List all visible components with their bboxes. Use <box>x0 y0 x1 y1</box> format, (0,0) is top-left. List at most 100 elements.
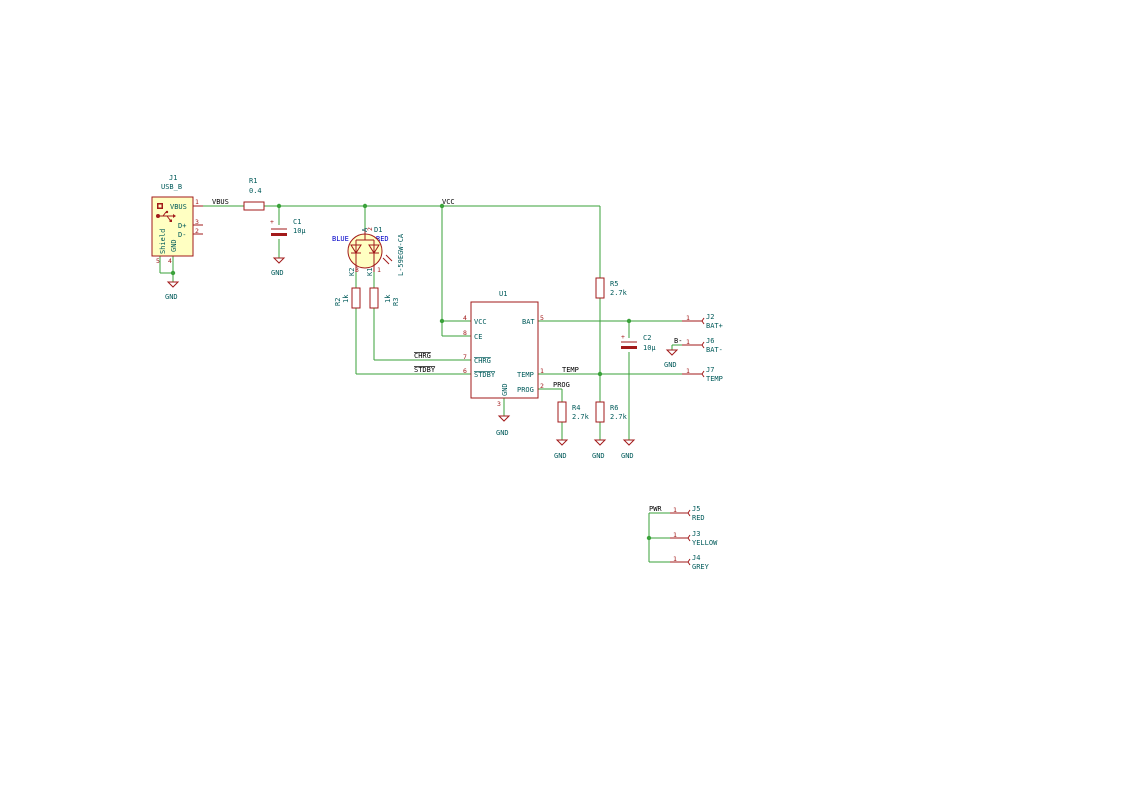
u1-pin-stdby-num: 6 <box>463 367 467 375</box>
j4-value: GREY <box>692 563 710 571</box>
j4-ref: J4 <box>692 554 700 562</box>
j1-pin-shield-num: 5 <box>156 257 160 265</box>
u1-pin-chrg-name: CHRG <box>474 357 491 365</box>
capacitor-c1[interactable]: C1 10µ + <box>270 218 306 236</box>
j1-pin-vbus-name: VBUS <box>170 203 187 211</box>
r1-ref: R1 <box>249 177 257 185</box>
j5-value: RED <box>692 514 705 522</box>
j2-ref: J2 <box>706 313 714 321</box>
net-label-prog: PROG <box>553 381 570 389</box>
connector-j5[interactable]: 1 J5 RED <box>670 505 705 522</box>
j5-pin-num: 1 <box>673 506 677 514</box>
d1-value: L-59EGW-CA <box>397 233 405 276</box>
j7-pin-num: 1 <box>686 367 690 375</box>
r1-value: 0.4 <box>249 187 262 195</box>
u1-pin-bat-num: 5 <box>540 314 544 322</box>
resistor-r1[interactable]: R1 0.4 <box>243 177 265 211</box>
c1-polarity: + <box>270 218 274 226</box>
gnd-label-j6: GND <box>664 361 677 369</box>
resistor-r3[interactable]: 1k R3 <box>369 287 400 309</box>
c1-value: 10µ <box>293 227 306 235</box>
r5-ref: R5 <box>610 280 618 288</box>
gnd-symbol-c2: GND <box>621 439 636 460</box>
gnd-symbol-r4: GND <box>554 439 569 460</box>
j3-ref: J3 <box>692 530 700 538</box>
resistor-r6[interactable]: R6 2.7k <box>595 401 628 423</box>
gnd-label-r4: GND <box>554 452 567 460</box>
connector-j4[interactable]: 1 J4 GREY <box>670 554 710 571</box>
d1-pin-k2-name: K2 <box>348 268 356 276</box>
gnd-label-j1: GND <box>165 293 178 301</box>
d1-blue-label: BLUE <box>332 235 349 243</box>
r4-ref: R4 <box>572 404 580 412</box>
u1-pin-temp-num: 1 <box>540 367 544 375</box>
u1-pin-ce-name: CE <box>474 333 482 341</box>
j5-ref: J5 <box>692 505 700 513</box>
j1-pin-dp-name: D+ <box>178 222 186 230</box>
connector-j2[interactable]: 1 J2 BAT+ <box>682 313 723 330</box>
net-label-vbus: VBUS <box>212 198 229 206</box>
j1-value: USB_B <box>161 183 182 191</box>
capacitor-c2[interactable]: C2 10µ + <box>621 333 656 352</box>
wires <box>159 205 682 563</box>
usb-icon <box>156 203 176 222</box>
resistor-r4[interactable]: R4 2.7k <box>557 401 590 423</box>
connector-j1-usb-b[interactable]: J1 USB_B VBUS D+ D- Shield GND 1 3 2 5 4 <box>151 174 203 265</box>
net-label-pwr: PWR <box>649 505 662 513</box>
j6-value: BAT- <box>706 346 723 354</box>
c2-polarity: + <box>621 333 625 341</box>
net-label-chrg: CHRG <box>414 352 431 360</box>
c2-ref: C2 <box>643 334 651 342</box>
u1-pin-prog-num: 2 <box>540 382 544 390</box>
r2-value: 1k <box>342 294 350 303</box>
u1-pin-gnd-num: 3 <box>497 400 501 408</box>
c2-value: 10µ <box>643 344 656 352</box>
r6-ref: R6 <box>610 404 618 412</box>
gnd-symbol-u1: GND <box>496 415 511 437</box>
gnd-label-c2: GND <box>621 452 634 460</box>
j1-pin-gnd-name: GND <box>170 239 178 252</box>
u1-pin-chrg-num: 7 <box>463 353 467 361</box>
connector-j3[interactable]: 1 J3 YELLOW <box>670 530 718 547</box>
net-label-stdby: STDBY <box>414 366 436 374</box>
d1-pin-k2-num: 3 <box>355 266 359 274</box>
r4-value: 2.7k <box>572 413 590 421</box>
resistor-r5[interactable]: R5 2.7k <box>595 277 628 299</box>
connector-j6[interactable]: 1 J6 BAT- <box>682 337 723 354</box>
u1-pin-gnd-name: GND <box>501 383 509 396</box>
j3-pin-num: 1 <box>673 531 677 539</box>
d1-pin-k1-num: 1 <box>377 266 381 274</box>
d1-ref: D1 <box>374 226 382 234</box>
gnd-symbol-j6: GND <box>664 349 679 369</box>
j1-pin-dp-num: 3 <box>195 218 199 226</box>
connector-j7[interactable]: 1 J7 TEMP <box>682 366 723 383</box>
gnd-label-r6: GND <box>592 452 605 460</box>
u1-ref: U1 <box>499 290 507 298</box>
r3-ref: R3 <box>392 298 400 306</box>
j2-value: BAT+ <box>706 322 723 330</box>
u1-pin-ce-num: 8 <box>463 329 467 337</box>
d1-pin-a-name: A <box>361 227 369 232</box>
r6-value: 2.7k <box>610 413 628 421</box>
d1-pin-k1-name: K1 <box>366 268 374 276</box>
u1-pin-prog-name: PROG <box>517 386 534 394</box>
ic-u1[interactable]: U1 4 VCC 8 CE 7 CHRG 6 STDBY 5 BAT 1 TEM… <box>463 290 544 408</box>
resistor-r2[interactable]: R2 1k <box>334 287 361 309</box>
c1-ref: C1 <box>293 218 301 226</box>
j2-pin-num: 1 <box>686 314 690 322</box>
j1-ref: J1 <box>169 174 177 182</box>
gnd-symbol-r6: GND <box>592 439 607 460</box>
net-labels: VBUS VCC CHRG STDBY TEMP PROG B- PWR <box>212 198 682 513</box>
r2-ref: R2 <box>334 298 342 306</box>
j1-pin-shield-name: Shield <box>159 229 167 254</box>
led-d1[interactable]: D1 L-59EGW-CA BLUE RED A 2 K2 3 K1 1 <box>332 226 405 276</box>
d1-red-label: RED <box>376 235 389 243</box>
u1-pin-vcc-name: VCC <box>474 318 487 326</box>
j6-pin-num: 1 <box>686 338 690 346</box>
d1-pin-a-num: 2 <box>366 227 374 231</box>
u1-pin-vcc-num: 4 <box>463 314 467 322</box>
u1-pin-stdby-name: STDBY <box>474 371 496 379</box>
j1-pin-dm-num: 2 <box>195 227 199 235</box>
net-label-bminus: B- <box>674 337 682 345</box>
